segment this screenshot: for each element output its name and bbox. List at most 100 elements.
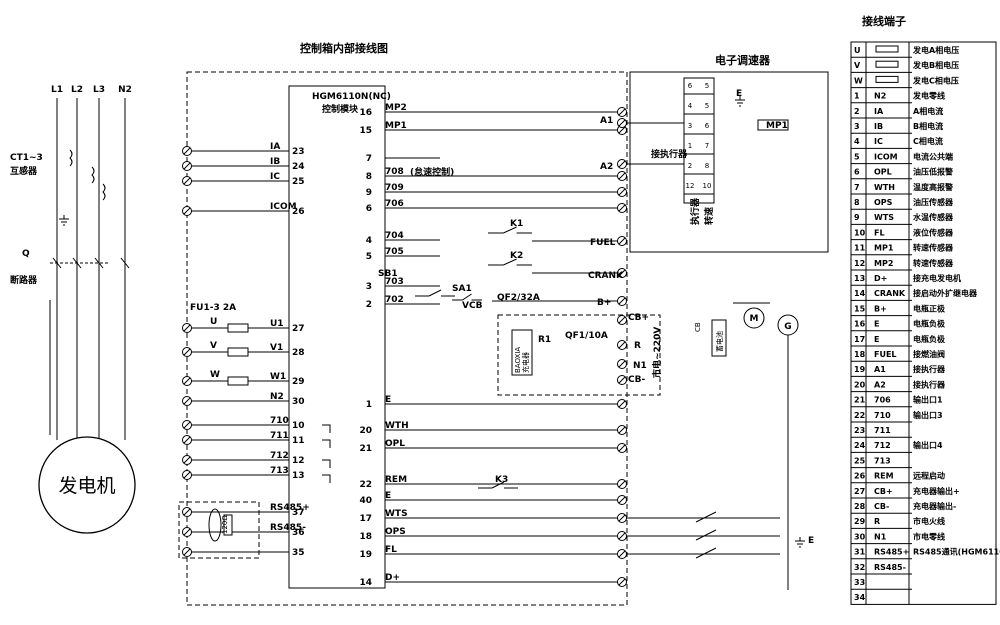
module-pin-number: 30 <box>292 397 305 407</box>
relay-output-icon <box>322 459 331 468</box>
module-pin-signal: MP2 <box>385 103 407 113</box>
module-pin-signal: FL <box>385 545 397 555</box>
terminal-number: 20 <box>854 380 866 389</box>
terminal-number: 31 <box>854 548 866 557</box>
terminal-number: 33 <box>854 578 865 587</box>
qf2-label: QF2/32A <box>497 293 540 303</box>
qf1-label: QF1/10A <box>565 331 608 341</box>
terminal-screw <box>617 159 627 169</box>
terminal-slash <box>183 436 191 444</box>
module-pin-number: 1 <box>366 400 372 410</box>
terminal-screw <box>617 513 627 523</box>
governor-pin: 4 <box>688 102 693 110</box>
module-pin-signal: 704 <box>385 231 404 241</box>
breaker-contact-icon <box>120 257 130 269</box>
module-name: 控制模块 <box>322 103 359 115</box>
sb1-label: SB1 <box>378 269 398 279</box>
module-pin-signal: 712 <box>270 451 289 461</box>
module-pin-signal: IA <box>270 142 280 152</box>
terminal-slash <box>183 548 191 556</box>
terminal-slash <box>618 119 626 127</box>
contact-blade <box>503 258 517 266</box>
terminal-description: 接充电发电机 <box>913 273 961 283</box>
terminal-slash <box>183 177 191 185</box>
terminal-description: 转速传感器 <box>913 243 954 253</box>
terminal-number: 7 <box>854 183 860 192</box>
module-pin-signal: 705 <box>385 247 404 257</box>
generator-symbol <box>38 436 136 534</box>
terminal-number: 30 <box>854 532 866 541</box>
terminal-description: A相电流 <box>913 106 943 116</box>
bplus-label: B+ <box>597 298 611 308</box>
motor-label: M <box>750 314 759 324</box>
charger-brand: BAOXIA <box>514 347 522 373</box>
r-label: R <box>634 341 641 351</box>
terminal-screw <box>617 531 627 541</box>
terminal-signal: A1 <box>874 365 886 374</box>
terminal-screw <box>617 315 627 325</box>
sa1-switch-icon <box>452 293 482 301</box>
r1-label: R1 <box>538 335 551 345</box>
phase-label: U <box>210 317 217 327</box>
governor-pin: 8 <box>705 162 709 170</box>
terminal-description: 电瓶负极 <box>913 334 945 344</box>
terminal-number: 22 <box>854 411 865 420</box>
terminal-description: 输出口1 <box>913 395 943 405</box>
module-pin-signal: 710 <box>270 416 289 426</box>
terminal-description: 接燃油阀 <box>913 349 945 359</box>
terminal-screw <box>617 236 627 246</box>
terminal-description: 发电A相电压 <box>912 45 959 55</box>
terminal-description: 发电C相电压 <box>912 75 959 85</box>
line-label: N2 <box>118 85 132 95</box>
terminal-description: C相电流 <box>913 136 943 146</box>
module-pin-number: 15 <box>359 126 372 136</box>
module-pin-signal: 703 <box>385 277 404 287</box>
terminal-screw <box>617 203 627 213</box>
terminal-signal: N1 <box>874 532 887 541</box>
a2-label: A2 <box>600 162 613 172</box>
charger-name: 充电器 <box>521 352 530 373</box>
terminal-number: W <box>854 76 863 85</box>
terminal-screw <box>182 470 192 480</box>
terminal-screw <box>182 527 192 537</box>
terminal-slash <box>618 480 626 488</box>
relay-k1-contact-icon <box>488 226 532 234</box>
terminal-slash <box>183 207 191 215</box>
terminal-screw <box>617 495 627 505</box>
contact-blade <box>428 289 442 297</box>
terminal-slash <box>183 471 191 479</box>
terminal-slash <box>618 341 626 349</box>
terminal-block-title: 接线端子 <box>862 14 906 28</box>
module-pin-number: 35 <box>292 548 305 558</box>
terminal-signal: IC <box>874 137 883 146</box>
terminal-signal: E <box>874 335 879 344</box>
terminal-table-frame <box>850 41 997 605</box>
terminal-slash <box>618 126 626 134</box>
module-pin-number: 36 <box>292 528 305 538</box>
terminal-number: V <box>854 61 861 70</box>
module-pin-number: 2 <box>366 300 372 310</box>
terminal-signal: E <box>874 320 879 329</box>
terminal-slash <box>618 108 626 116</box>
fuse-icon <box>875 75 899 83</box>
shield-icon <box>208 508 222 542</box>
crank-label: CRANK <box>588 271 624 281</box>
charger-icon <box>511 329 533 376</box>
terminal-description: 电流公共端 <box>913 151 953 161</box>
rs485-outline <box>178 501 260 559</box>
terminal-signal: REM <box>874 472 894 481</box>
terminal-screw <box>617 107 627 117</box>
relay-output-icon <box>322 424 331 433</box>
terminal-description: 远程启动 <box>913 471 945 481</box>
terminal-description: 市电零线 <box>913 531 945 541</box>
fuse-icon <box>875 45 899 53</box>
terminal-slash <box>183 162 191 170</box>
terminal-signal: CB- <box>874 502 889 511</box>
terminal-slash <box>183 348 191 356</box>
module-pin-number: 21 <box>359 444 372 454</box>
terminal-slash <box>618 297 626 305</box>
control-box-title: 控制箱内部接线图 <box>300 41 388 55</box>
cb-component-label: CB <box>694 322 702 332</box>
terminal-screw <box>617 296 627 306</box>
module-pin-number: 28 <box>292 348 305 358</box>
